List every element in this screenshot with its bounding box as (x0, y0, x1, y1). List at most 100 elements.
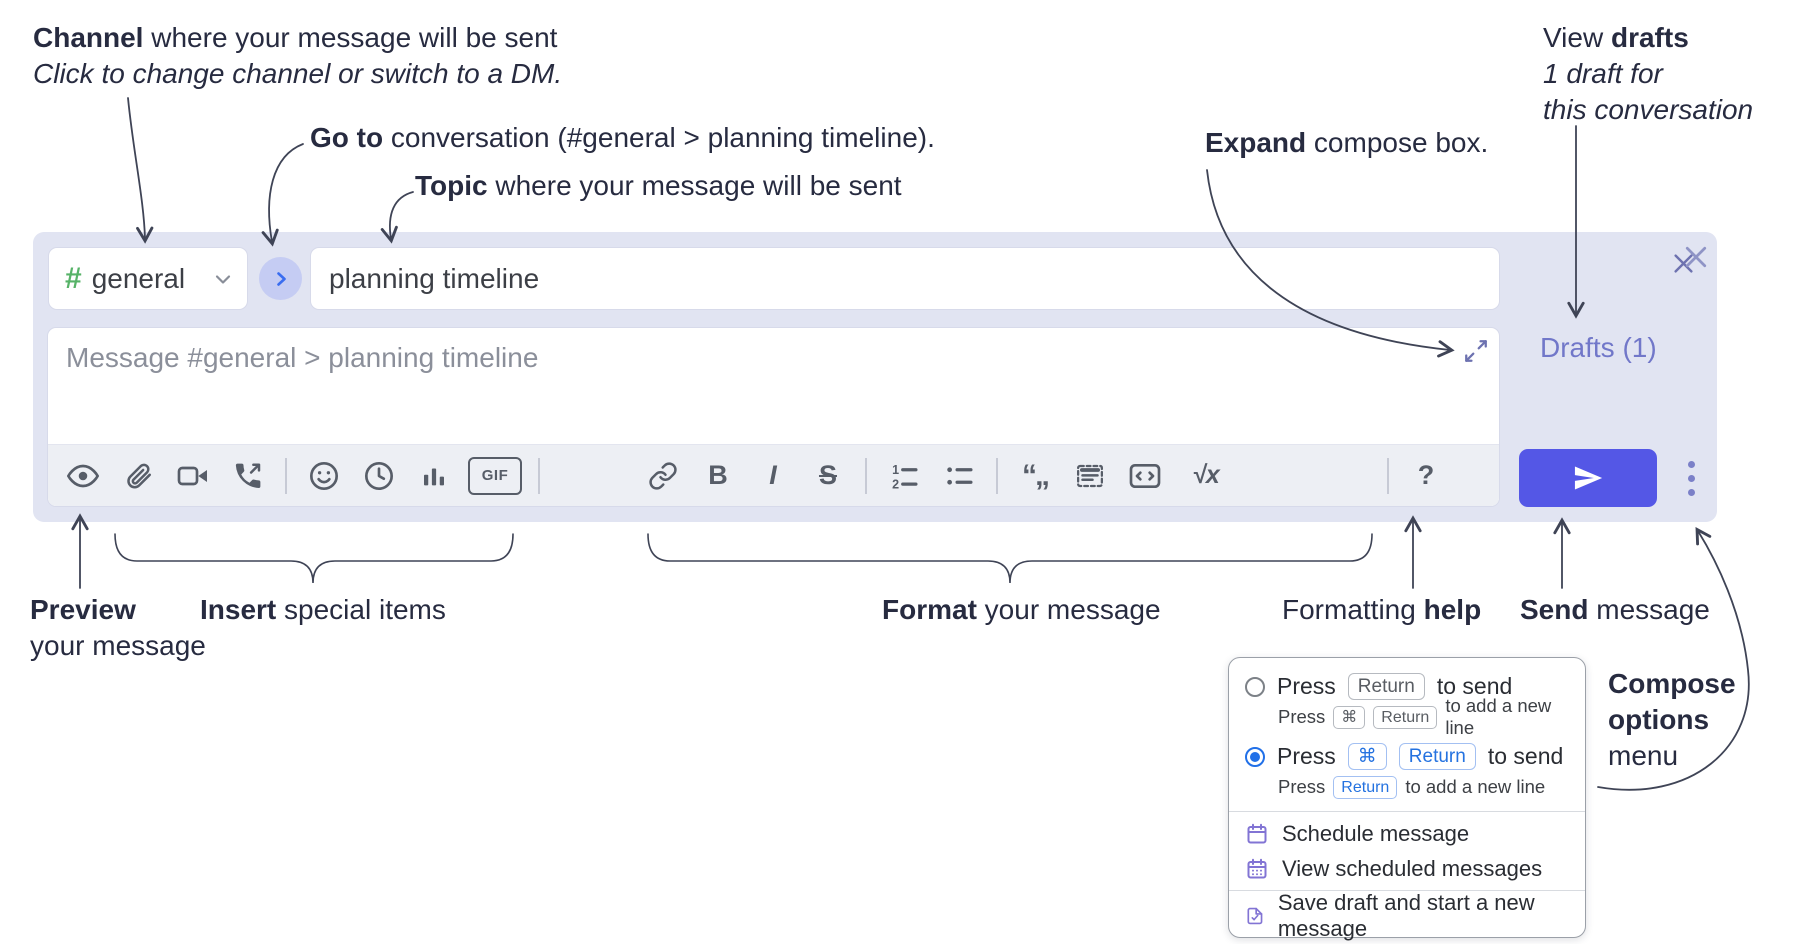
opt2-press: Press (1277, 743, 1336, 769)
goto-annotation-rest: conversation (#general > planning timeli… (383, 122, 935, 153)
preview-button[interactable] (62, 455, 104, 497)
topic-annotation: Topic where your message will be sent (415, 168, 902, 204)
chevron-down-icon (215, 274, 231, 284)
strikethrough-button[interactable]: S (807, 455, 849, 497)
channel-selector[interactable]: # general (48, 247, 248, 310)
goto-annotation-bold: Go to (310, 122, 384, 153)
menu-separator (1229, 890, 1585, 891)
message-input[interactable]: Message #general > planning timeline (48, 328, 1499, 444)
drafts-annotation-line2: 1 draft for (1543, 58, 1663, 89)
clear-topic-icon[interactable] (1670, 250, 1697, 277)
channel-annotation: Channel where your message will be sent … (33, 20, 562, 92)
send-annotation-bold: Send (1520, 594, 1589, 625)
menu-separator (1229, 811, 1585, 812)
audio-call-button[interactable] (227, 455, 269, 497)
format-annotation: Format your message (882, 592, 1161, 628)
video-camera-icon (177, 466, 207, 485)
insert-annotation: Insert special items (200, 592, 446, 628)
formatting-help-button[interactable]: ? (1405, 455, 1447, 497)
topic-value: planning timeline (329, 262, 540, 294)
bar-chart-icon (424, 468, 444, 485)
menu-item-label: Save draft and start a new message (1277, 890, 1535, 941)
menu-item-save-draft[interactable]: Save draft and start a new message (1229, 890, 1585, 941)
phone-icon (235, 463, 261, 488)
toolbar-divider (996, 457, 998, 494)
expand-annotation-bold: Expand (1205, 127, 1307, 158)
menu-option-return-to-send[interactable]: Press Return to send Press ⌘ Return to a… (1229, 667, 1585, 738)
go-to-conversation-button[interactable] (259, 257, 302, 300)
compose-options-button[interactable] (1674, 450, 1708, 506)
opt1-press: Press (1277, 673, 1336, 699)
radio-unselected-icon[interactable] (1245, 676, 1265, 697)
view-drafts-annotation: View drafts 1 draft for this conversatio… (1543, 20, 1753, 128)
compose-options-line3: menu (1608, 740, 1679, 771)
code-icon (1129, 463, 1161, 488)
menu-item-schedule-message[interactable]: Schedule message (1229, 816, 1585, 851)
compose-options-line2: options (1608, 704, 1710, 735)
topic-annotation-rest: where your message will be sent (487, 170, 902, 201)
return-key: Return (1333, 775, 1398, 799)
spoiler-button[interactable] (1069, 455, 1111, 497)
code-button[interactable] (1124, 455, 1166, 497)
insert-annotation-rest: special items (276, 594, 446, 625)
toolbar-divider (865, 457, 867, 494)
calendar-icon (1247, 823, 1267, 843)
channel-arrow (127, 97, 154, 244)
calendar-grid-icon (1247, 858, 1267, 878)
menu-option-cmd-return-to-send[interactable]: Press ⌘ Return to send Press Return to a… (1229, 737, 1585, 807)
italic-button[interactable]: I (752, 455, 794, 497)
schedule-time-button[interactable] (358, 455, 400, 497)
emoji-button[interactable] (303, 455, 345, 497)
drafts-link[interactable]: Drafts (1) (1540, 332, 1657, 363)
opt1-sub-rest: to add a new line (1445, 695, 1552, 738)
menu-item-view-scheduled[interactable]: View scheduled messages (1229, 851, 1585, 886)
help-annotation-bold: help (1423, 594, 1482, 625)
opt2-sub-rest: to add a new line (1405, 776, 1546, 797)
send-button[interactable] (1519, 449, 1657, 507)
strikethrough-icon: S (818, 460, 837, 490)
bold-button[interactable]: B (697, 455, 739, 497)
smiley-icon (310, 461, 338, 490)
spoiler-icon (1077, 464, 1103, 487)
math-icon: √x (1192, 461, 1220, 489)
quote-button[interactable]: “„ (1014, 455, 1056, 497)
gif-icon: GIF (468, 456, 522, 495)
gif-button[interactable]: GIF (468, 455, 522, 497)
send-annotation-rest: message (1588, 594, 1710, 625)
preview-annotation-bold: Preview (30, 594, 136, 625)
expand-annotation-rest: compose box. (1306, 127, 1489, 158)
return-key: Return (1347, 673, 1425, 700)
send-annotation: Send message (1520, 592, 1710, 628)
channel-name: general (91, 262, 186, 294)
link-icon (649, 461, 677, 490)
menu-item-label: View scheduled messages (1282, 855, 1543, 881)
chevron-right-icon (276, 271, 286, 286)
expand-compose-icon[interactable] (1463, 338, 1489, 364)
message-panel: Message #general > planning timeline GIF (47, 327, 1500, 507)
drafts-annotation-pre: View (1543, 22, 1611, 53)
attach-file-button[interactable] (117, 455, 159, 497)
draft-document-check-icon (1247, 907, 1263, 925)
send-paper-plane-icon (1574, 466, 1603, 490)
link-button[interactable] (642, 455, 684, 497)
poll-button[interactable] (413, 455, 455, 497)
bold-icon: B (708, 460, 728, 490)
radio-selected-icon[interactable] (1245, 746, 1265, 767)
svg-text:2: 2 (892, 477, 899, 491)
math-button[interactable]: √x (1179, 455, 1233, 497)
bulleted-list-button[interactable] (938, 455, 980, 497)
numbered-list-icon: 12 (892, 463, 918, 491)
return-key: Return (1398, 743, 1476, 770)
topic-input[interactable]: planning timeline (310, 247, 1500, 310)
dots-icon (1687, 460, 1695, 468)
opt2-sub-press: Press (1278, 776, 1326, 797)
close-compose-icon[interactable] (1681, 242, 1711, 272)
opt2-rest: to send (1487, 743, 1564, 769)
toolbar-divider (1387, 457, 1389, 494)
video-call-button[interactable] (172, 455, 214, 497)
compose-options-annotation: Compose options menu (1608, 666, 1736, 774)
topic-annotation-bold: Topic (415, 170, 488, 201)
compose-options-line1: Compose (1608, 668, 1736, 699)
